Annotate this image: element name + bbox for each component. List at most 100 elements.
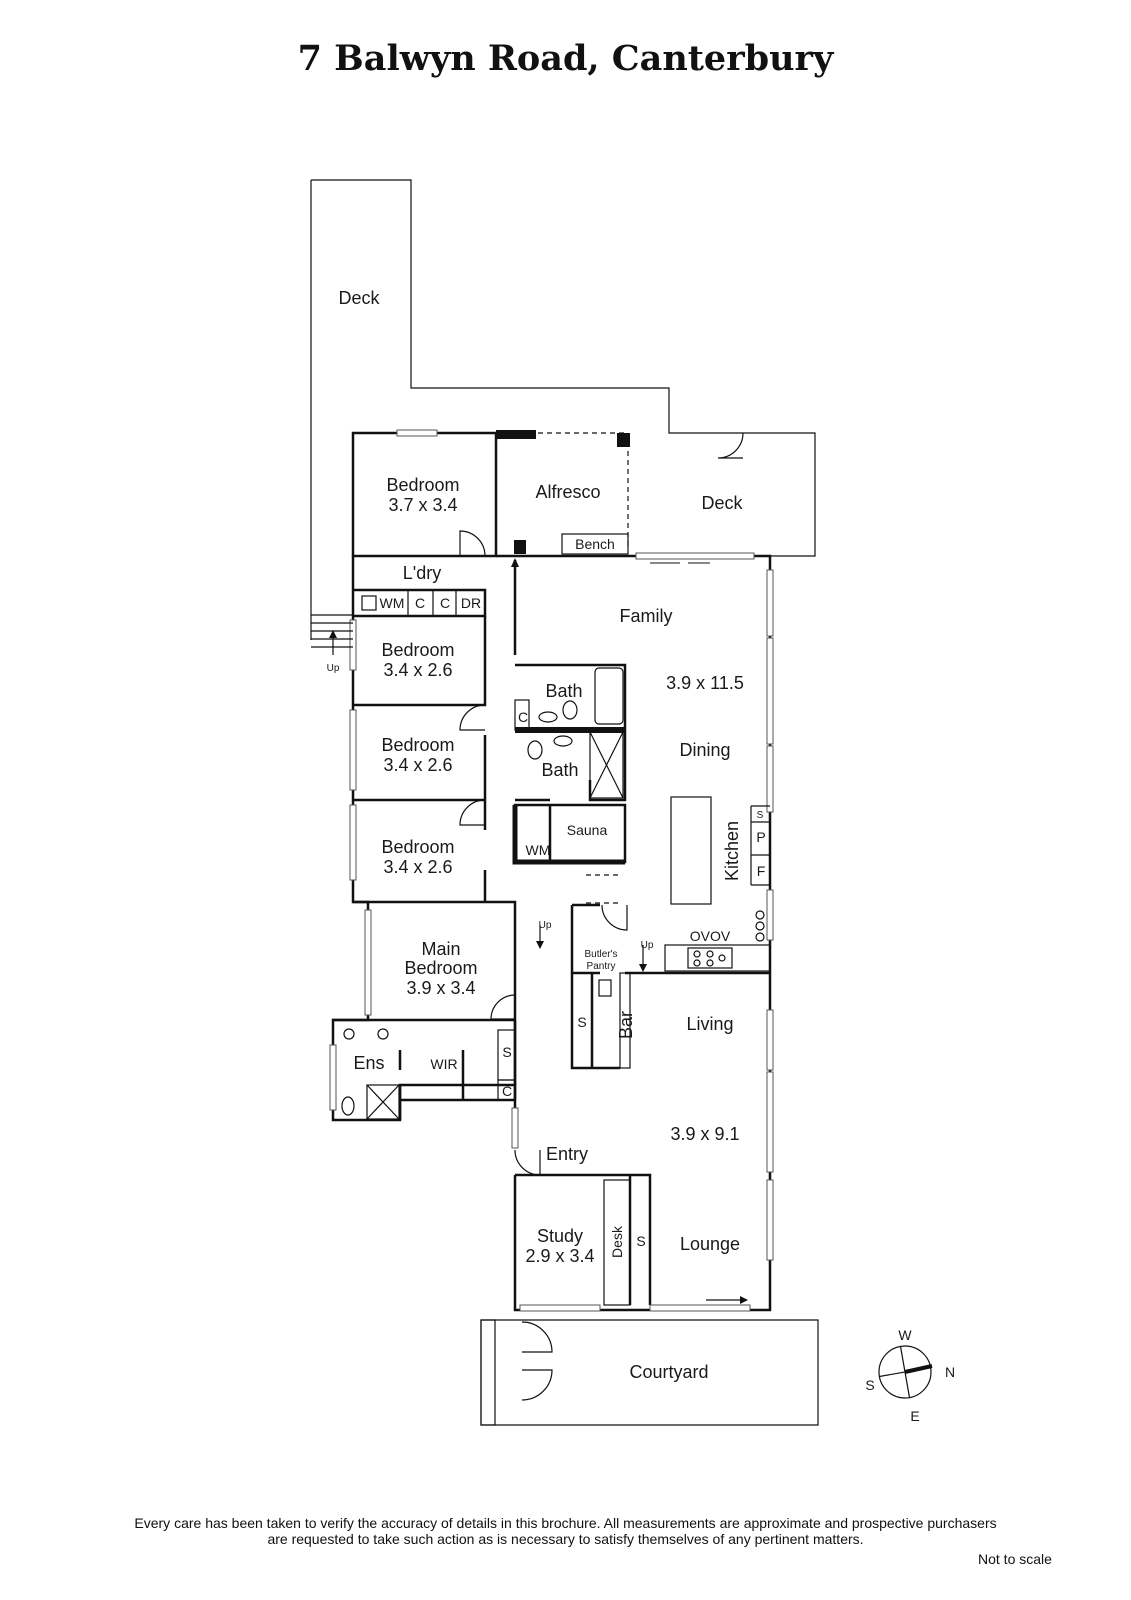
window	[766, 569, 774, 637]
door-swing	[459, 530, 486, 557]
family-label: Family	[620, 606, 673, 626]
study-label: Study	[537, 1226, 583, 1246]
bedroom-label: Bedroom	[381, 735, 454, 755]
cooktop-bench	[664, 944, 771, 972]
alfresco-post	[496, 430, 536, 439]
pantry-label: Pantry	[587, 961, 616, 972]
butlers-label: Butler's	[584, 949, 617, 960]
window	[349, 709, 357, 791]
wm-label: WM	[526, 842, 551, 858]
living-label: Living	[686, 1014, 733, 1034]
compass-n: N	[945, 1364, 955, 1380]
up-label: Up	[539, 920, 552, 931]
sliding-door	[635, 552, 755, 560]
disclaimer-line: are requested to take such action as is …	[267, 1531, 864, 1547]
bedroom-size: 3.4 x 2.6	[383, 857, 452, 877]
alfresco-post	[514, 540, 526, 554]
disclaimer: Every care has been taken to verify the …	[0, 1515, 1131, 1547]
deck-label: Deck	[338, 288, 380, 308]
shelf-label: S	[577, 1014, 586, 1030]
alfresco-label: Alfresco	[535, 482, 600, 502]
door-swing	[459, 799, 486, 826]
bar-label: Bar	[616, 1011, 636, 1039]
wm-label: WM	[380, 595, 405, 611]
dashed-line	[586, 874, 620, 904]
main-bedroom-label: Main	[421, 939, 460, 959]
sink-label: S	[757, 810, 764, 821]
bedroom-size: 3.4 x 2.6	[383, 755, 452, 775]
pantry-label: P	[756, 829, 765, 845]
dining-label: Dining	[679, 740, 730, 760]
toilet	[562, 700, 578, 720]
living-size: 3.9 x 9.1	[670, 1124, 739, 1144]
window	[519, 1304, 601, 1312]
alfresco-post	[617, 433, 630, 447]
laundry-cupboards	[353, 588, 487, 618]
bench	[561, 533, 629, 555]
bedroom-label: Bedroom	[386, 475, 459, 495]
alfresco-dashed-edge	[538, 432, 629, 548]
ensuite-walls	[333, 1018, 515, 1120]
compass	[878, 1345, 933, 1399]
compass-w: W	[898, 1327, 912, 1343]
sauna-label: Sauna	[567, 822, 608, 838]
not-to-scale-note: Not to scale	[978, 1551, 1052, 1567]
bedroom-label: Bedroom	[381, 837, 454, 857]
compass-e: E	[910, 1408, 919, 1424]
disclaimer-line: Every care has been taken to verify the …	[134, 1515, 997, 1531]
window	[766, 889, 774, 941]
basin	[538, 711, 558, 723]
window	[511, 1107, 519, 1149]
oven-label: OVOV	[690, 928, 731, 944]
bench-label: Bench	[575, 536, 615, 552]
window	[766, 1009, 774, 1071]
door-swing	[459, 704, 486, 731]
wir-label: WIR	[430, 1056, 457, 1072]
window	[349, 619, 357, 671]
family-size: 3.9 x 11.5	[666, 673, 744, 693]
compass-s: S	[865, 1377, 874, 1393]
bath-label: Bath	[545, 681, 582, 701]
up-label: Up	[641, 940, 654, 951]
shelf-label: S	[636, 1233, 645, 1249]
cupboard-label: C	[415, 595, 425, 611]
kitchen-label: Kitchen	[722, 821, 742, 881]
window	[364, 909, 372, 1016]
cupboard-label: C	[440, 595, 450, 611]
laundry-sink	[361, 595, 377, 611]
study-walls	[515, 1173, 652, 1305]
up-label: Up	[327, 663, 340, 674]
kitchen-island	[670, 796, 712, 905]
bedroom-size: 3.7 x 3.4	[388, 495, 457, 515]
window	[349, 804, 357, 881]
lounge-label: Lounge	[680, 1234, 740, 1254]
laundry-label: L'dry	[403, 563, 441, 583]
fridge-label: F	[757, 863, 766, 879]
ens-shower	[366, 1084, 400, 1120]
desk-label: Desk	[609, 1225, 625, 1258]
window	[766, 745, 774, 813]
toilet	[527, 740, 543, 760]
door-swing	[717, 432, 744, 459]
window	[649, 1304, 751, 1312]
stairs	[311, 614, 353, 648]
window	[396, 429, 438, 437]
bath-label: Bath	[541, 760, 578, 780]
dryer-label: DR	[461, 595, 481, 611]
bedroom-size: 3.4 x 2.6	[383, 660, 452, 680]
bedroom-label: Bedroom	[381, 640, 454, 660]
kitchen-bench	[750, 805, 770, 886]
cupboard-label: C	[518, 709, 528, 725]
courtyard-label: Courtyard	[629, 1362, 708, 1382]
shelf-label: S	[502, 1044, 511, 1060]
bar-bench	[619, 972, 631, 1069]
courtyard-gate	[480, 1319, 496, 1426]
bathtub	[594, 667, 624, 725]
deck-label: Deck	[701, 493, 743, 513]
window	[766, 1179, 774, 1261]
window	[329, 1044, 337, 1111]
door-swing	[490, 994, 516, 1020]
window	[766, 637, 774, 745]
window	[766, 1071, 774, 1173]
